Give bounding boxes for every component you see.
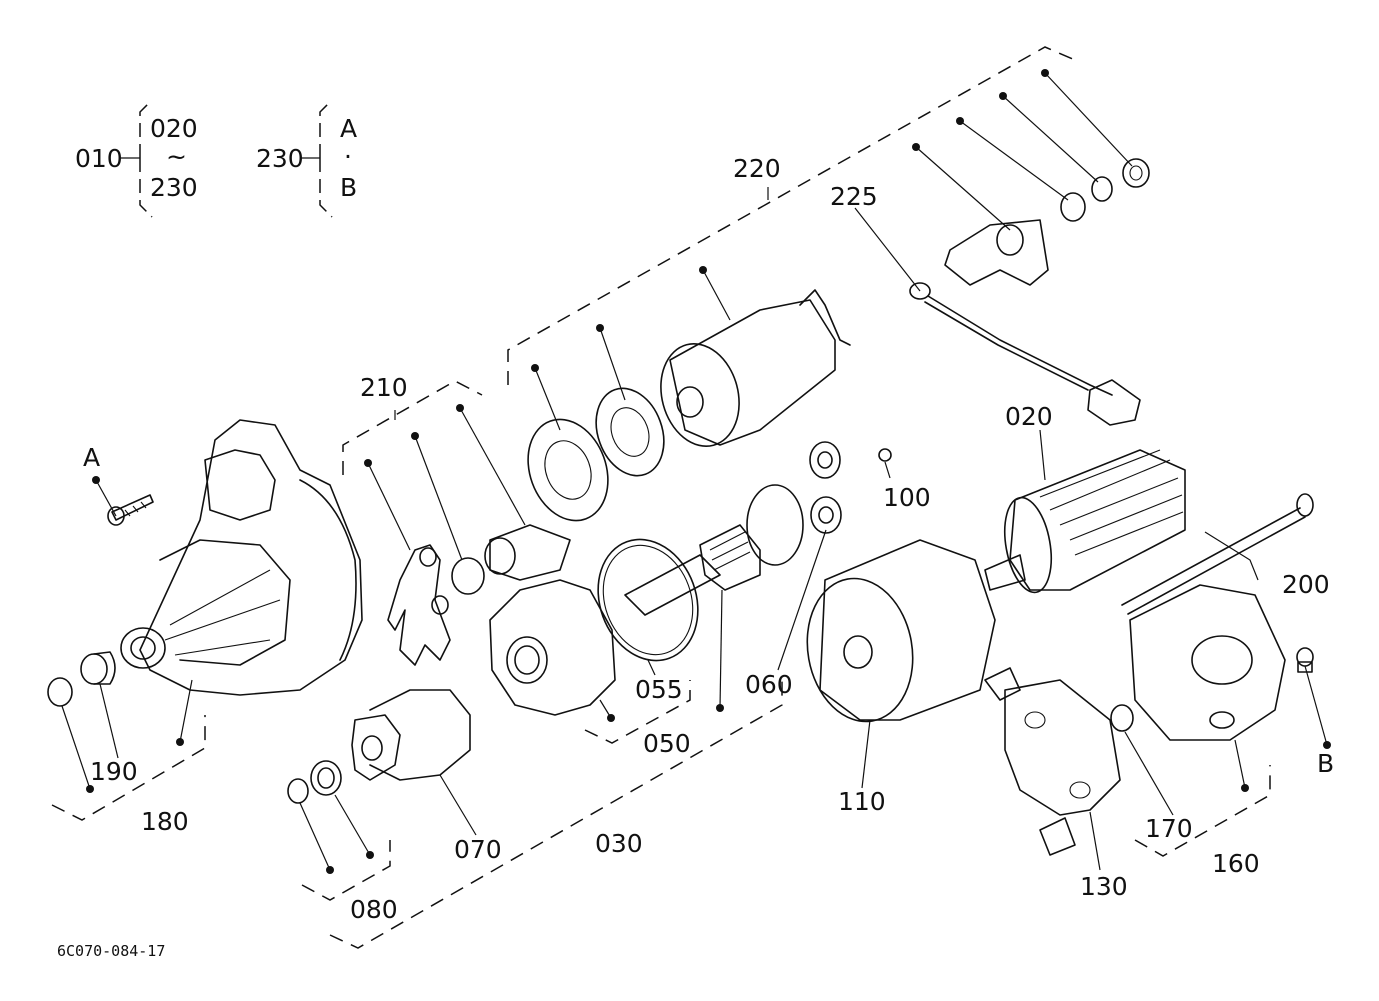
- label-225: 225: [830, 182, 878, 211]
- hex-nut: [1122, 158, 1150, 188]
- cap: [47, 677, 73, 707]
- magnet-switch-220: [660, 289, 851, 447]
- group-220-outline: [507, 46, 1076, 385]
- stop-collar: [310, 760, 342, 796]
- brush-holder-130: [984, 667, 1121, 856]
- packing-055: [597, 538, 699, 662]
- through-bolt-200: [1121, 493, 1314, 615]
- label-130: 130: [1080, 872, 1128, 901]
- washer-plain: [1060, 192, 1086, 222]
- label-190: 190: [90, 757, 138, 786]
- group-180-outline: [51, 715, 206, 821]
- overrunning-clutch-070: [351, 689, 471, 781]
- label-ref-a: A: [83, 443, 100, 472]
- yoke-110: [806, 539, 996, 723]
- label-200: 200: [1282, 570, 1330, 599]
- label-180: 180: [141, 807, 189, 836]
- group-050-outline: [584, 680, 691, 744]
- label-170: 170: [1145, 814, 1193, 843]
- group-030-outline: [329, 680, 783, 949]
- idler-gear-upper: [809, 441, 841, 479]
- legend-set-main-label: 010: [75, 144, 123, 173]
- idler-gear-060: [810, 496, 842, 534]
- rear-end-frame-160: [1129, 584, 1286, 741]
- label-080: 080: [350, 895, 398, 924]
- legend-set-main: 010 020 ~ 230: [75, 99, 198, 218]
- lead-wire-225: [909, 282, 1141, 426]
- gasket-outer: [527, 418, 609, 522]
- legend-set-main-to: 230: [150, 173, 198, 202]
- legend-set-bolts-label: 230: [256, 144, 304, 173]
- bushing-190: [80, 651, 116, 685]
- legend-set-main-from: 020: [150, 114, 198, 143]
- label-070: 070: [454, 835, 502, 864]
- leader-lines: [61, 72, 1328, 871]
- label-060: 060: [745, 670, 793, 699]
- drive-end-frame-180: [120, 419, 363, 696]
- bushing-170: [1110, 704, 1134, 732]
- group-160-outline: [1134, 765, 1271, 857]
- label-210: 210: [360, 373, 408, 402]
- shift-lever: [387, 544, 451, 666]
- steel-ball-100: [878, 448, 892, 462]
- gear-housing-030: [489, 579, 616, 716]
- label-055: 055: [635, 675, 683, 704]
- snap-ring: [287, 778, 309, 804]
- group-210-outline: [342, 380, 483, 475]
- label-160: 160: [1212, 849, 1260, 878]
- label-050: 050: [643, 729, 691, 758]
- plunger-block: [484, 524, 571, 581]
- leader-dots: [86, 69, 1331, 874]
- gasket-inner: [595, 387, 665, 477]
- label-020: 020: [1005, 402, 1053, 431]
- lock-washer: [1091, 176, 1113, 202]
- label-ref-b: B: [1317, 749, 1334, 778]
- legend-set-bolts-sep: ·: [344, 142, 352, 171]
- screw-b: [1296, 647, 1314, 673]
- legend-set-main-tilde: ~: [166, 142, 187, 171]
- bolt-a: [107, 494, 154, 526]
- plate-disc: [451, 557, 485, 595]
- drawing-code: 6C070-084-17: [57, 942, 165, 960]
- legend-set-bolts-a: A: [340, 114, 357, 143]
- label-030: 030: [595, 829, 643, 858]
- label-110: 110: [838, 787, 886, 816]
- armature-020: [984, 449, 1186, 594]
- reduction-shaft-050: [624, 484, 804, 616]
- terminal-cover: [944, 219, 1049, 286]
- legend-set-bolts: 230 A · B: [256, 99, 357, 218]
- legend-set-bolts-b: B: [340, 173, 357, 202]
- label-220: 220: [733, 154, 781, 183]
- label-100: 100: [883, 483, 931, 512]
- group-080-outline: [301, 840, 391, 901]
